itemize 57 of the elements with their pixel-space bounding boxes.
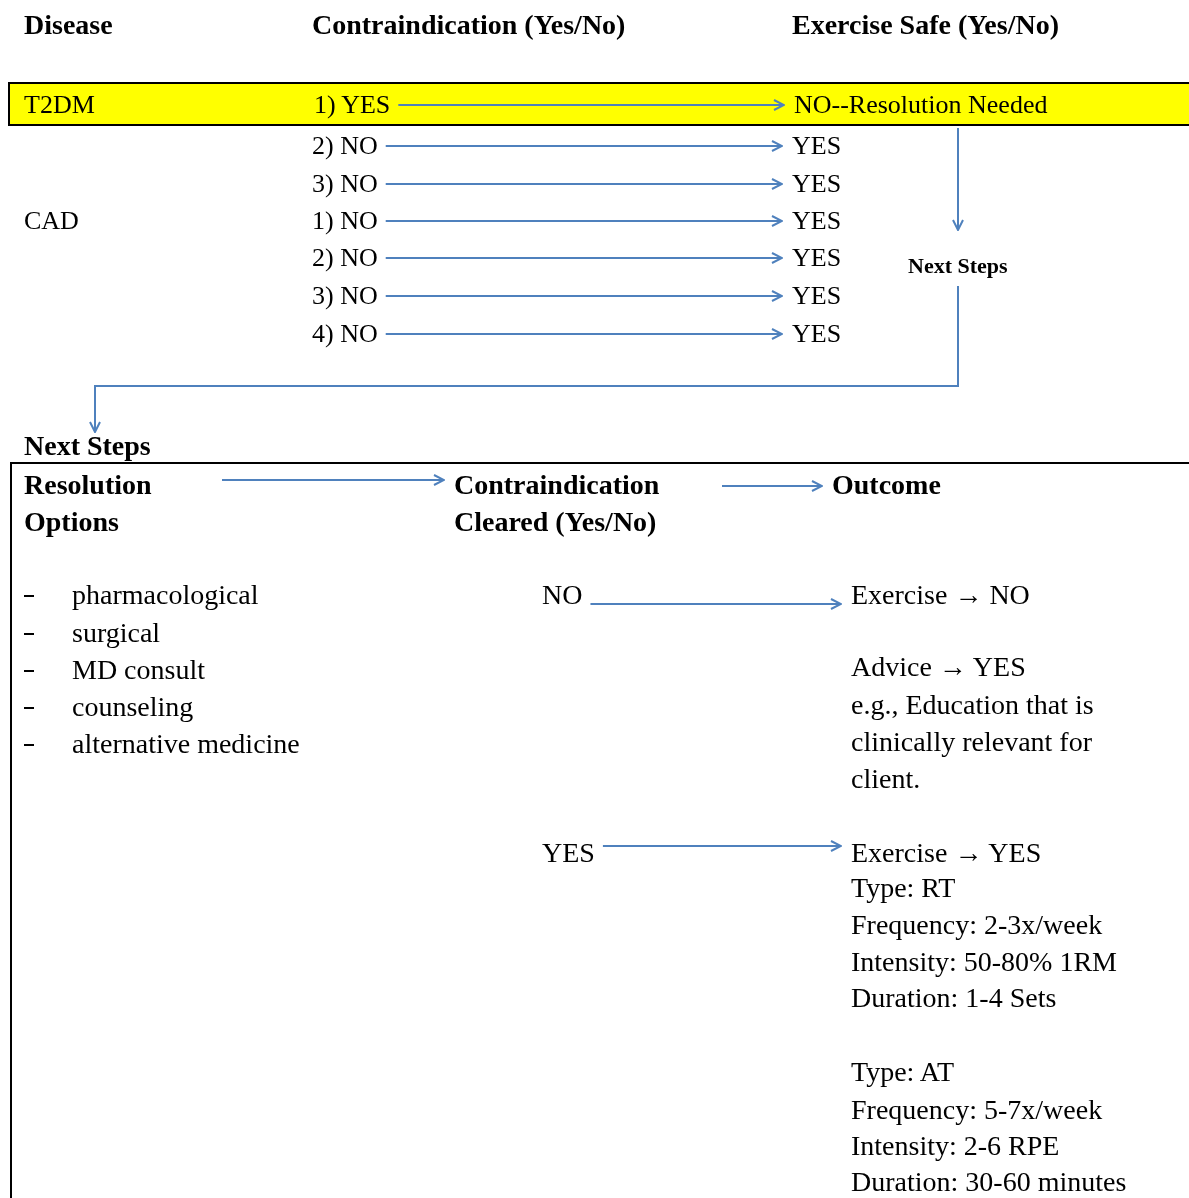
outcome-text: Duration: 1-4 Sets bbox=[851, 981, 1057, 1015]
table-text: YES bbox=[792, 317, 842, 351]
step-heading: Next Steps bbox=[908, 252, 1008, 280]
table-text: YES bbox=[792, 279, 842, 313]
highlighted-row bbox=[8, 82, 1189, 126]
arrow bbox=[384, 178, 783, 190]
table-text: 3) NO bbox=[312, 167, 378, 201]
table-text: 2) NO bbox=[312, 241, 378, 275]
arrow bbox=[397, 99, 785, 111]
outcome-text: Type: RT bbox=[851, 871, 956, 905]
arrow bbox=[221, 474, 445, 486]
table-text: 4) NO bbox=[312, 317, 378, 351]
outcome-text: e.g., Education that is clinically relevant for client. bbox=[851, 688, 1095, 796]
column-heading: Disease bbox=[24, 8, 113, 42]
outcome-text: Exercise → NO bbox=[851, 576, 1030, 613]
table-text: YES bbox=[792, 129, 842, 163]
outcome-text: Type: AT bbox=[851, 1055, 955, 1089]
arrow bbox=[89, 285, 959, 433]
column-heading: Resolution Options bbox=[24, 466, 214, 540]
arrow bbox=[384, 328, 783, 340]
table-text: 1) NO bbox=[312, 204, 378, 238]
outcome-text: Exercise → YES bbox=[851, 834, 1042, 871]
arrow bbox=[952, 127, 964, 231]
table-text: YES bbox=[792, 204, 842, 238]
table-text: 2) NO bbox=[312, 129, 378, 163]
arrow bbox=[589, 598, 842, 610]
column-heading: Contraindication Cleared (Yes/No) bbox=[454, 466, 714, 540]
list-item: pharmacological bbox=[72, 578, 259, 612]
list-item: counseling bbox=[72, 690, 194, 724]
arrow bbox=[384, 290, 783, 302]
arrow bbox=[384, 140, 783, 152]
column-heading: Outcome bbox=[832, 466, 941, 503]
outcome-text: Frequency: 2-3x/week bbox=[851, 908, 1103, 942]
table-text: 3) NO bbox=[312, 279, 378, 313]
list-item: alternative medicine bbox=[72, 727, 300, 761]
outcome-text: Intensity: 50-80% 1RM bbox=[851, 945, 1117, 979]
outcome-text: YES bbox=[542, 834, 595, 871]
table-text: CAD bbox=[24, 205, 79, 237]
list-item: MD consult bbox=[72, 653, 205, 687]
arrow bbox=[384, 252, 783, 264]
table-text: YES bbox=[792, 241, 842, 275]
arrow bbox=[601, 840, 842, 852]
arrow bbox=[721, 480, 823, 492]
table-text: YES bbox=[792, 167, 842, 201]
column-heading: Contraindication (Yes/No) bbox=[312, 8, 626, 42]
arrow bbox=[384, 215, 783, 227]
outcome-text: NO bbox=[542, 576, 583, 613]
list-item: surgical bbox=[72, 616, 161, 650]
outcome-text: Duration: 30-60 minutes bbox=[851, 1165, 1127, 1198]
column-heading: Exercise Safe (Yes/No) bbox=[792, 8, 1059, 42]
outcome-text: Intensity: 2-6 RPE bbox=[851, 1129, 1060, 1163]
outcome-text: Frequency: 5-7x/week bbox=[851, 1093, 1103, 1127]
table-text: 1) YES bbox=[314, 88, 391, 122]
outcome-text: Advice → YES bbox=[851, 650, 1026, 684]
section-heading: Next Steps bbox=[24, 430, 151, 462]
table-text: T2DM bbox=[24, 89, 95, 121]
table-text: NO--Resolution Needed bbox=[794, 88, 1048, 122]
